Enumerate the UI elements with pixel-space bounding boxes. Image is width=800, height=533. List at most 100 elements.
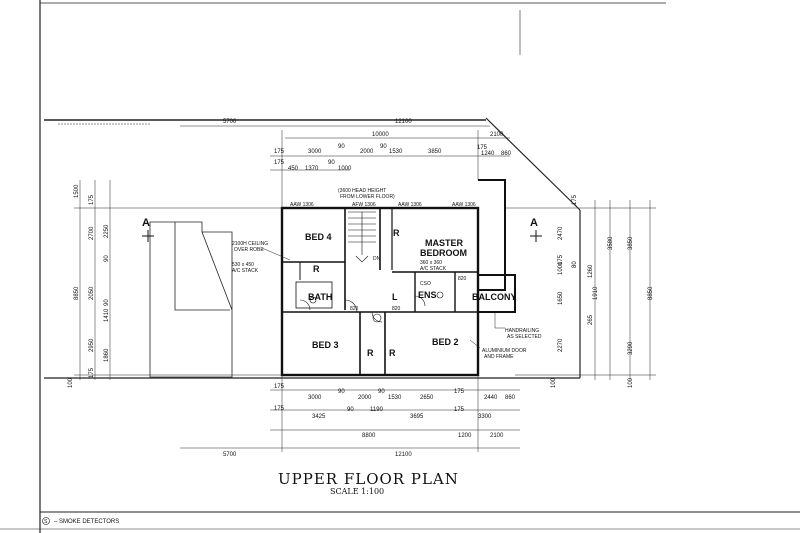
building-walls: [280, 179, 516, 377]
robe-label: R: [389, 348, 396, 358]
dim-text: 12100: [395, 452, 412, 458]
robe-label: R: [367, 348, 374, 358]
dim-text: 100: [628, 377, 634, 388]
dim-text: 1530: [388, 395, 402, 401]
section-marker-left: A: [142, 217, 150, 229]
room-label-master: MASTER: [425, 238, 464, 248]
dim-text: 90: [338, 389, 345, 395]
note-down: DN: [373, 256, 381, 262]
dim-text: 2270: [558, 338, 564, 352]
dim-text: 175: [454, 389, 465, 395]
dim-text: 2250: [104, 224, 110, 238]
dim-text: 100: [551, 377, 557, 388]
note-door: 820: [392, 306, 401, 312]
note-door: 820: [350, 306, 359, 312]
note-aluminium: AND FRAME: [484, 354, 514, 360]
linen-label: L: [392, 292, 398, 302]
room-label-ens: ENS: [418, 290, 437, 300]
note-window: AAW 1306: [398, 202, 422, 208]
dim-text: 1530: [389, 149, 403, 155]
note-cso: CSO: [420, 281, 431, 287]
dim-text: 1860: [104, 348, 110, 362]
dim-text: 175: [558, 254, 564, 265]
lower-roof: [149, 221, 233, 378]
dim-text: 3425: [312, 414, 326, 420]
dim-text: 3695: [410, 414, 424, 420]
note-ac-stack-size-2: 360 x 360: [420, 260, 442, 266]
dim-text: 5700: [223, 452, 237, 458]
dim-text: 1650: [558, 291, 564, 305]
note-ceiling: 2100H CEILING: [232, 241, 268, 247]
robe-label: R: [313, 264, 320, 274]
dim-text: 1370: [305, 166, 319, 172]
dim-text: 8850: [74, 286, 80, 300]
dim-text: 1910: [593, 286, 599, 300]
staircase: [348, 211, 376, 263]
dim-text: 265: [588, 314, 594, 325]
dim-text: 175: [477, 145, 488, 151]
dim-text: 8850: [648, 286, 654, 300]
dim-text: 90: [104, 299, 110, 306]
room-label-bed4: BED 4: [305, 232, 332, 242]
note-handrail: HANDRAILING: [505, 328, 539, 334]
dim-text: 1410: [104, 308, 110, 322]
note-ac-stack-2: A/C STACK: [420, 266, 447, 272]
dim-text: 90: [328, 160, 335, 166]
dim-text: 3580: [608, 236, 614, 250]
dim-text: 2000: [360, 149, 374, 155]
property-boundary: [44, 117, 581, 379]
dim-text: 175: [274, 149, 285, 155]
dim-text: 3300: [478, 414, 492, 420]
section-markers: [142, 230, 542, 242]
dimension-text-bottom: 175 3000 90 2000 90 1530 2650 175 2440 8…: [223, 384, 516, 458]
dim-text: 1200: [458, 433, 472, 439]
dim-text: 2440: [484, 395, 498, 401]
plan-scale: SCALE 1:100: [330, 487, 384, 496]
note-ac-stack-size: 530 x 450: [232, 262, 254, 268]
dim-text: 175: [454, 407, 465, 413]
plan-title: UPPER FLOOR PLAN: [278, 470, 459, 488]
dim-text: 1240: [481, 151, 495, 157]
dim-text: 175: [274, 406, 285, 412]
plan-notes: (3600 HEAD HEIGHT FROM LOWER FLOOR) 2100…: [232, 188, 542, 360]
room-label-balcony: BALCONY: [472, 292, 517, 302]
legend-text: – SMOKE DETECTORS: [54, 519, 119, 525]
dim-text: 2100: [490, 132, 504, 138]
note-handrail: AS SELECTED: [507, 334, 542, 340]
dimension-lines: [74, 125, 656, 452]
room-label-bed3: BED 3: [312, 340, 339, 350]
robe-label: R: [393, 228, 400, 238]
dim-text: 90: [338, 144, 345, 150]
dim-text: 2650: [420, 395, 434, 401]
section-marker-right: A: [530, 217, 538, 229]
dim-text: 175: [274, 160, 285, 166]
note-window: AFW 1306: [352, 202, 376, 208]
dim-text: 860: [505, 395, 516, 401]
room-label-bed2: BED 2: [432, 337, 459, 347]
dim-text: 90: [378, 389, 385, 395]
dimension-text-top: 5700 12100 10000 2100 175 3000 90 2000 9…: [223, 119, 512, 172]
dim-text: 1500: [74, 184, 80, 198]
dim-text: 2950: [89, 338, 95, 352]
dim-text: 12100: [395, 119, 412, 125]
room-label-bedroom: BEDROOM: [420, 248, 467, 258]
room-labels: BED 4 BED 3 BED 2 MASTER BEDROOM BATH EN…: [305, 232, 517, 350]
note-door: 820: [458, 276, 467, 282]
note-ac-stack: A/C STACK: [232, 268, 259, 274]
room-label-bath: BATH: [308, 292, 332, 302]
dimension-text-right: 8850 3850 3290 175 2470 3580 1000 1650 1…: [551, 194, 654, 388]
dim-text: 860: [501, 151, 512, 157]
dim-text: 450: [288, 166, 299, 172]
dim-text: 3850: [628, 236, 634, 250]
dim-text: 175: [89, 194, 95, 205]
dimension-text-left: 8850 1500 2700 2050 2950 175 2250 90 141…: [68, 184, 110, 388]
note-aluminium: ALUMINIUM DOOR: [482, 348, 527, 354]
dim-text: 1000: [558, 261, 564, 275]
dim-text: 90: [347, 407, 354, 413]
dim-text: 3000: [308, 395, 322, 401]
note-ceiling: OVER ROBE: [234, 247, 264, 253]
dim-text: 175: [572, 194, 578, 205]
legend-symbol: S: [44, 519, 48, 525]
